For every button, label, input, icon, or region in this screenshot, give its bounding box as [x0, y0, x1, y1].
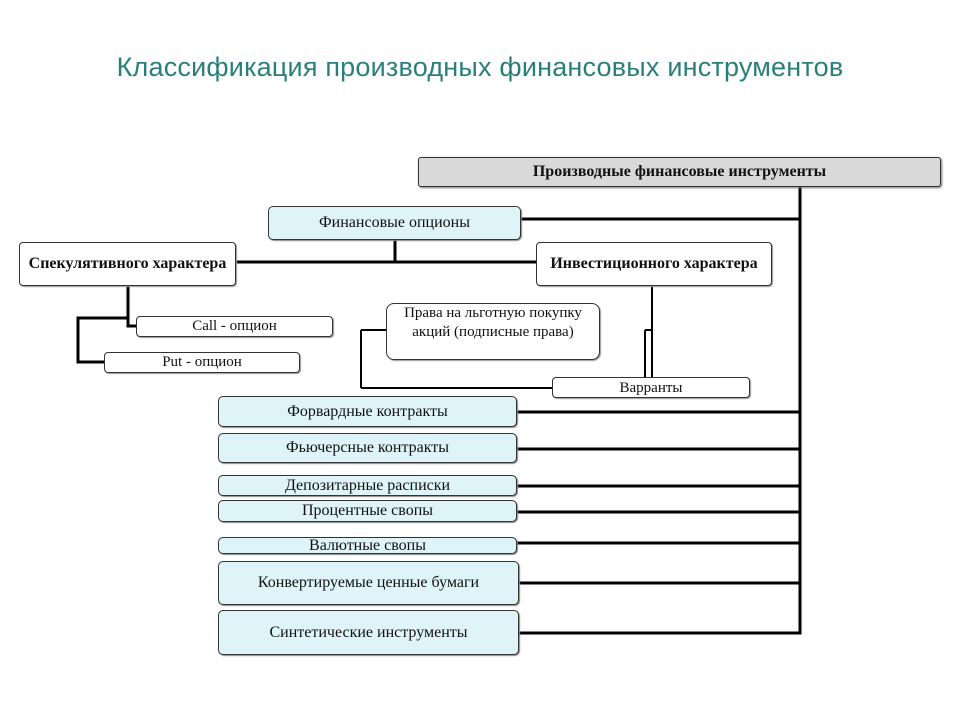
futures-contracts-box: Фьючерсные контракты	[218, 433, 517, 463]
put-option-box: Put - опцион	[104, 352, 300, 373]
convertible-securities-box: Конвертируемые ценные бумаги	[218, 561, 519, 605]
synthetic-instruments-box: Синтетические инструменты	[218, 610, 519, 655]
page-title: Классификация производных финансовых инс…	[116, 52, 844, 82]
currency-swaps-box: Валютные свопы	[218, 537, 517, 554]
subscription-rights-box: Права на льготную покупку акций (подписн…	[386, 303, 600, 360]
interest-swaps-box: Процентные свопы	[218, 500, 517, 522]
root-box: Производные финансовые инструменты	[418, 157, 941, 187]
call-option-box: Call - опцион	[136, 316, 333, 337]
investment-box: Инвестиционного характера	[536, 242, 772, 286]
depositary-receipts-box: Депозитарные расписки	[218, 475, 517, 496]
financial-options-box: Финансовые опционы	[268, 206, 521, 240]
speculative-box: Спекулятивного характера	[19, 242, 236, 286]
warrants-box: Варранты	[552, 377, 750, 398]
forward-contracts-box: Форвардные контракты	[218, 396, 517, 427]
